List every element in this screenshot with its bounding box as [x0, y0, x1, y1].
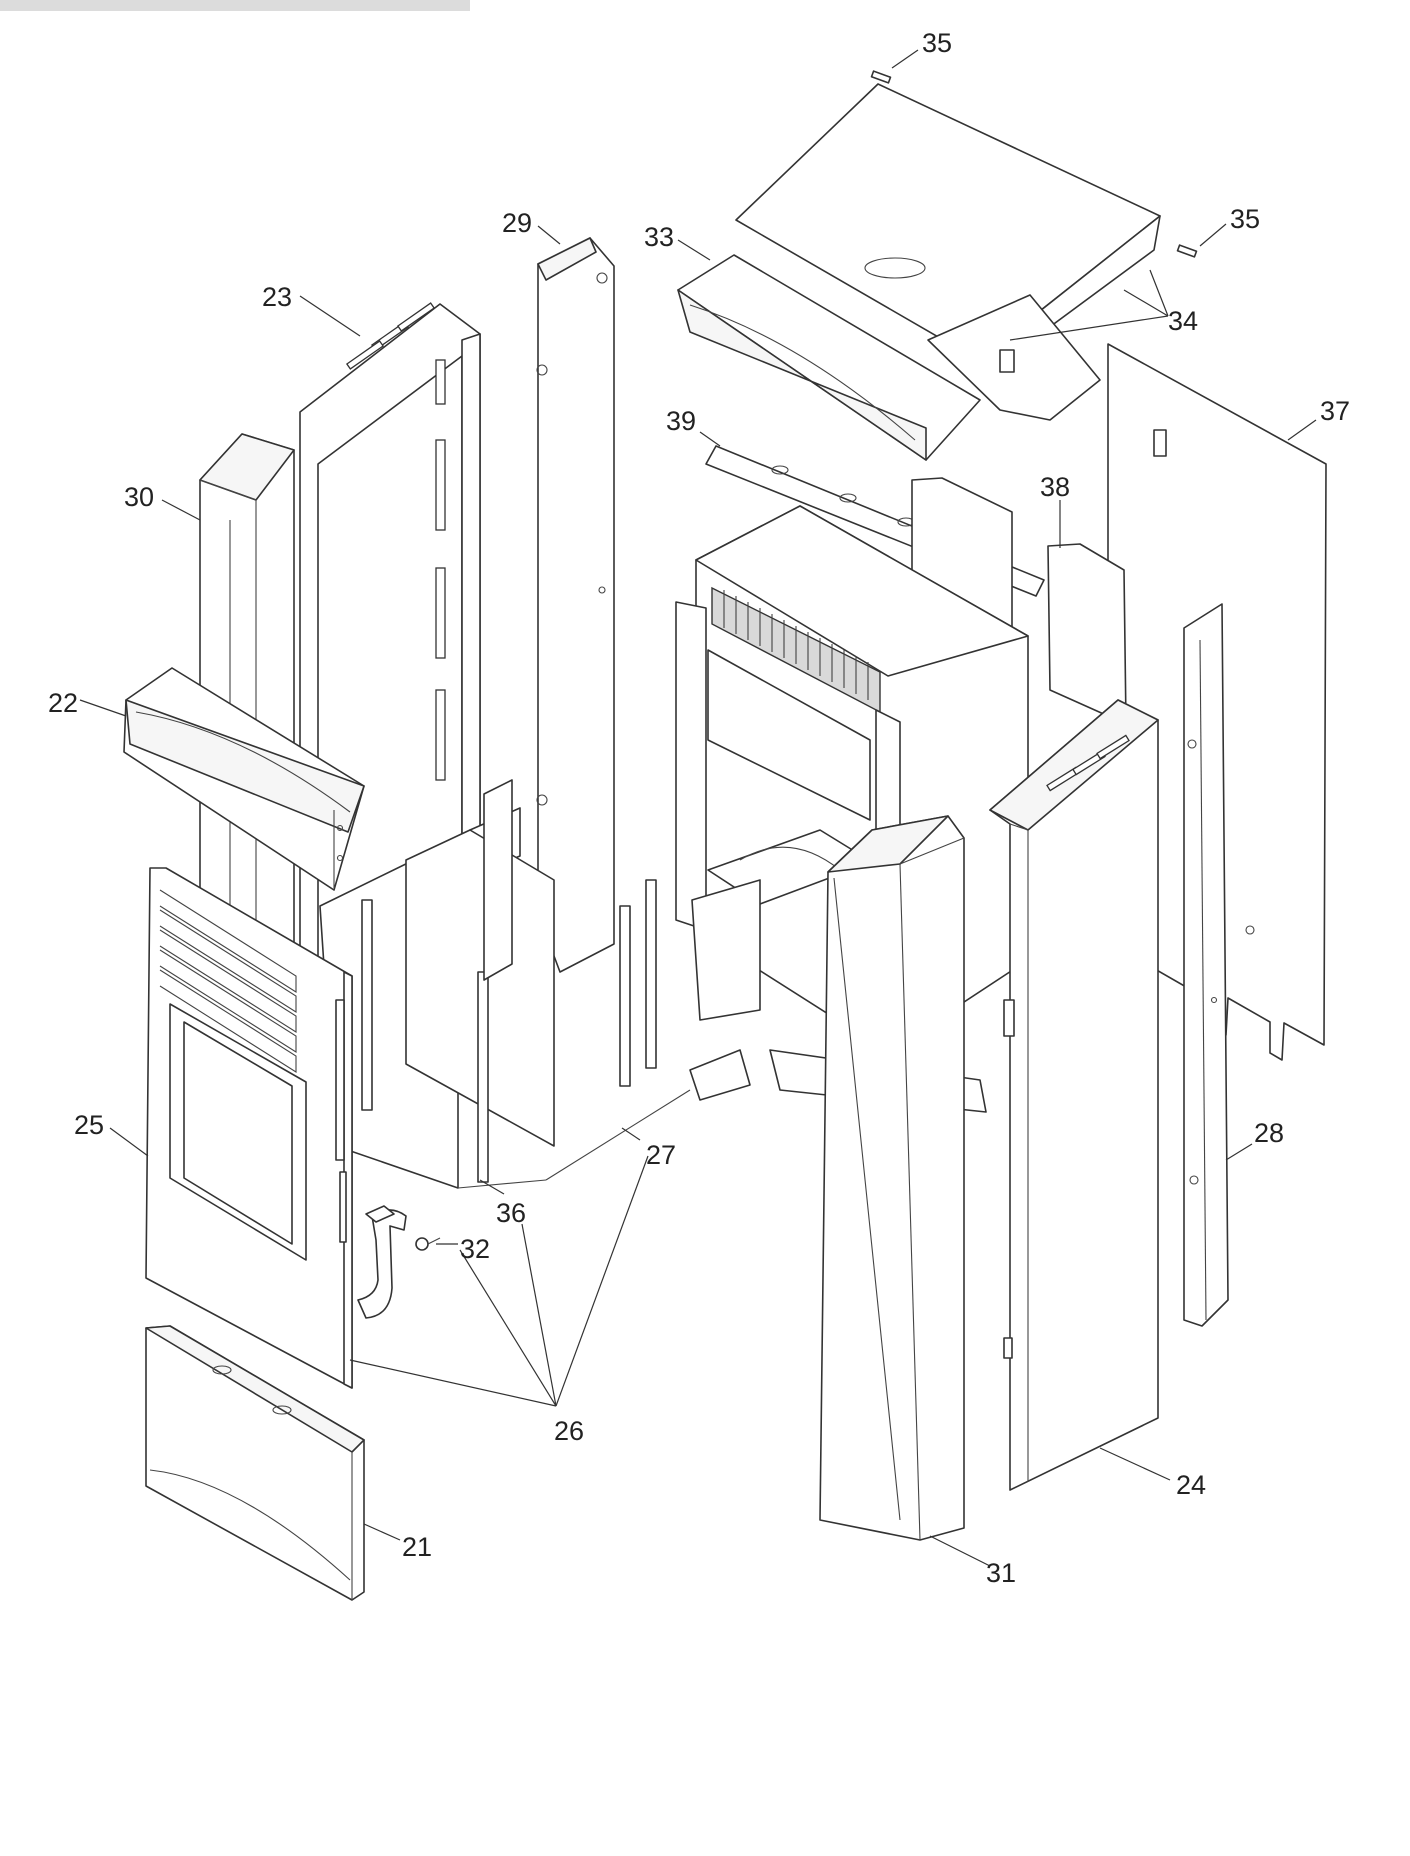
callout-21: 21: [402, 1532, 432, 1562]
callout-labels: 35 35 34 33 29 23 37 39 38 30 22 25 28 2…: [48, 28, 1350, 1588]
callout-32: 32: [460, 1234, 490, 1264]
callout-33: 33: [644, 222, 674, 252]
callout-29: 29: [502, 208, 532, 238]
part-21-lower-panel: [145, 1325, 365, 1601]
part-25-front-door: [145, 867, 353, 1389]
callout-36: 36: [496, 1198, 526, 1228]
part-32-handle: [357, 1205, 407, 1319]
callout-31: 31: [986, 1558, 1016, 1588]
callout-35-right: 35: [1230, 204, 1260, 234]
callout-37: 37: [1320, 396, 1350, 426]
part-top-cover: [735, 83, 1161, 421]
leader-lines: [79, 49, 1317, 1567]
part-29-rear-post: [536, 237, 615, 973]
part-28-side-rail: [1183, 603, 1229, 1327]
part-22-upper-panel: [123, 667, 365, 891]
callout-28: 28: [1254, 1118, 1284, 1148]
part-36-glass-panels: [319, 779, 691, 1189]
callout-24: 24: [1176, 1470, 1206, 1500]
callout-27: 27: [646, 1140, 676, 1170]
part-31-right-post: [819, 815, 965, 1541]
part-35-pin-top: [870, 70, 892, 84]
part-33-top-trim: [677, 254, 981, 461]
callout-22: 22: [48, 688, 78, 718]
part-24-side-panel: [989, 699, 1159, 1491]
callout-38: 38: [1040, 472, 1070, 502]
part-32-screw: [415, 1237, 441, 1251]
callout-26: 26: [554, 1416, 584, 1446]
top-gray-bar: [0, 0, 470, 11]
callout-39: 39: [666, 406, 696, 436]
callout-34: 34: [1168, 306, 1198, 336]
callout-30: 30: [124, 482, 154, 512]
callout-23: 23: [262, 282, 292, 312]
callout-35-top: 35: [922, 28, 952, 58]
callout-25: 25: [74, 1110, 104, 1140]
part-35-pin-right: [1176, 244, 1198, 258]
